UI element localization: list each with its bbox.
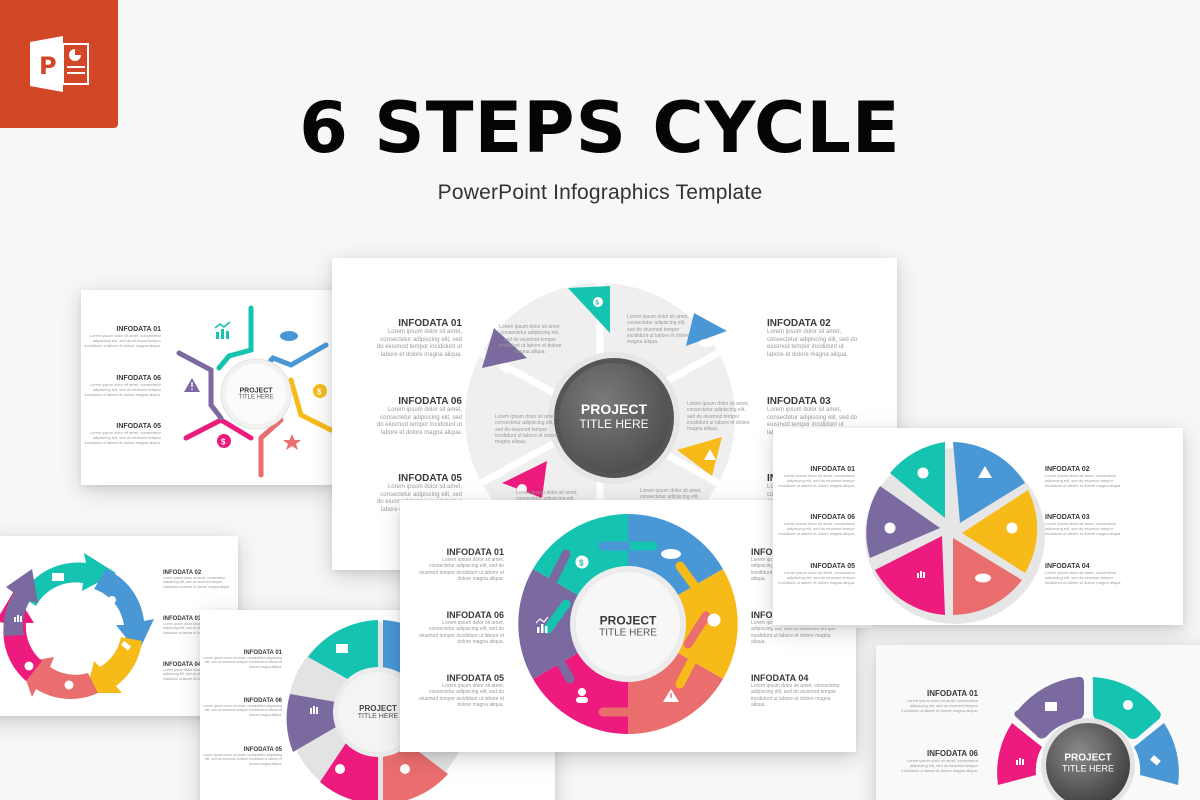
info-block: INFODATA 06 Lorem ipsum dolor sit amet, … xyxy=(203,698,282,717)
center-title: PROJECT TITLE HERE xyxy=(599,613,657,639)
svg-text:$: $ xyxy=(221,438,226,447)
money-bag-icon xyxy=(24,661,34,671)
gear-icon xyxy=(108,596,116,604)
chart-icon xyxy=(535,616,549,633)
briefcase-icon xyxy=(1045,702,1057,711)
svg-text:$: $ xyxy=(579,559,584,568)
handshake-icon xyxy=(699,339,713,347)
slide-radial-lines[interactable]: $ $ PROJECT TITLE HERE INFODATA 01 Lorem… xyxy=(81,290,341,485)
gear-dollar-icon: $ xyxy=(217,434,231,448)
page-subtitle: PowerPoint Infographics Template xyxy=(437,181,763,204)
rounded-wheel-diagram xyxy=(997,676,1179,800)
pie-chart-icon xyxy=(884,522,896,534)
slide-star-pie[interactable]: INFODATA 01 Lorem ipsum dolor sit amet, … xyxy=(773,428,1183,625)
handshake-icon xyxy=(975,573,991,583)
info-block: INFODATA 05 Lorem ipsum dolor sit amet, … xyxy=(203,747,282,766)
gear-icon xyxy=(1123,700,1133,710)
info-block: INFODATA 01 Lorem ipsum dolor sit amet, … xyxy=(901,689,979,713)
pie-chart-icon xyxy=(64,680,74,690)
info-block: INFODATA 02 Lorem ipsum dolor sit amet, … xyxy=(767,318,858,358)
money-bag-icon xyxy=(917,467,929,479)
star-icon xyxy=(283,434,301,450)
page-title: 6 STEPS CYCLE xyxy=(299,87,901,169)
tag-icon xyxy=(500,364,511,374)
info-block: INFODATA 06 Lorem ipsum dolor sit amet, … xyxy=(419,610,504,645)
info-block: INFODATA 04 Lorem ipsum dolor sit amet, … xyxy=(751,673,840,708)
money-bag-icon: $ xyxy=(575,555,589,569)
warning-icon xyxy=(978,466,992,478)
money-bag-icon: $ xyxy=(593,297,603,307)
wheel-gray-diagram: $ xyxy=(465,278,735,558)
info-block: INFODATA 02 Lorem ipsum dolor sit amet, … xyxy=(163,570,230,589)
pie-chart-icon xyxy=(707,613,721,627)
info-block: INFODATA 03 Lorem ipsum dolor sit amet, … xyxy=(1045,514,1122,536)
warning-icon xyxy=(704,449,716,460)
chart-icon xyxy=(14,615,22,622)
briefcase-icon xyxy=(52,573,64,581)
info-block: INFODATA 05 Lorem ipsum dolor sit amet, … xyxy=(419,673,504,708)
info-block: INFODATA 01 Lorem ipsum dolor sit amet, … xyxy=(419,547,504,582)
info-block: INFODATA 03 Lorem ipsum dolor sit amet, … xyxy=(163,616,230,635)
arrow-cycle-diagram xyxy=(0,553,154,700)
radial-lines-diagram: $ $ xyxy=(176,305,334,478)
segment-text: Lorem ipsum dolor sit amet, consectetur … xyxy=(627,314,690,345)
puzzle-ring-diagram: $ xyxy=(518,514,738,734)
chart-icon xyxy=(310,706,318,714)
info-block: INFODATA 06 Lorem ipsum dolor sit amet, … xyxy=(376,396,462,436)
pie-chart-icon xyxy=(517,484,527,494)
handshake-icon xyxy=(661,549,681,559)
segment-text: Lorem ipsum dolor sit amet, consectetur … xyxy=(495,414,558,445)
center-title: PROJECT TITLE HERE xyxy=(357,704,399,720)
svg-text:$: $ xyxy=(596,301,600,307)
info-block: INFODATA 01 Lorem ipsum dolor sit amet, … xyxy=(376,318,462,358)
center-title: PROJECT TITLE HERE xyxy=(1061,752,1115,774)
star-pie-diagram xyxy=(865,442,1045,624)
chart-icon xyxy=(917,571,925,578)
center-title: PROJECT TITLE HERE xyxy=(579,401,649,431)
segment-text: Lorem ipsum dolor sit amet, consectetur … xyxy=(498,324,562,355)
gear-icon xyxy=(1006,522,1018,534)
info-block: INFODATA 01 Lorem ipsum dolor sit amet, … xyxy=(203,650,282,669)
pie-chart-icon xyxy=(400,764,410,774)
chart-icon xyxy=(214,321,231,339)
svg-text:P: P xyxy=(39,52,57,80)
info-block: INFODATA 01 Lorem ipsum dolor sit amet, … xyxy=(84,326,162,348)
briefcase-icon xyxy=(336,644,348,653)
info-block: INFODATA 02 Lorem ipsum dolor sit amet, … xyxy=(1045,466,1122,488)
money-bag-icon xyxy=(335,764,345,774)
info-block: INFODATA 05 Lorem ipsum dolor sit amet, … xyxy=(84,423,162,445)
user-icon xyxy=(576,688,588,703)
info-block: INFODATA 06 Lorem ipsum dolor sit amet, … xyxy=(901,749,979,773)
warning-icon xyxy=(663,689,679,702)
warning-icon xyxy=(184,378,200,392)
info-block: INFODATA 05 Lorem ipsum dolor sit amet, … xyxy=(778,563,856,585)
info-block: INFODATA 06 Lorem ipsum dolor sit amet, … xyxy=(84,375,162,397)
tag-icon xyxy=(121,640,132,651)
handshake-icon xyxy=(280,331,298,341)
money-bag-icon: $ xyxy=(313,384,327,398)
svg-text:$: $ xyxy=(317,388,322,397)
info-block: INFODATA 04 Lorem ipsum dolor sit amet, … xyxy=(163,662,230,681)
powerpoint-icon: P xyxy=(30,36,89,92)
info-block: INFODATA 06 Lorem ipsum dolor sit amet, … xyxy=(778,514,856,536)
powerpoint-logo: P xyxy=(0,0,118,128)
slide-rounded-wheel[interactable]: PROJECT TITLE HERE INFODATA 01 Lorem ips… xyxy=(876,645,1200,800)
info-block: INFODATA 01 Lorem ipsum dolor sit amet, … xyxy=(778,466,856,488)
chart-icon xyxy=(1016,758,1024,765)
center-title: PROJECT TITLE HERE xyxy=(238,387,274,401)
tag-icon xyxy=(1150,755,1161,766)
info-block: INFODATA 04 Lorem ipsum dolor sit amet, … xyxy=(1045,563,1122,585)
slide-arrow-cycle[interactable]: INFODATA 02 Lorem ipsum dolor sit amet, … xyxy=(0,536,238,716)
segment-text: Lorem ipsum dolor sit amet, consectetur … xyxy=(687,401,750,432)
